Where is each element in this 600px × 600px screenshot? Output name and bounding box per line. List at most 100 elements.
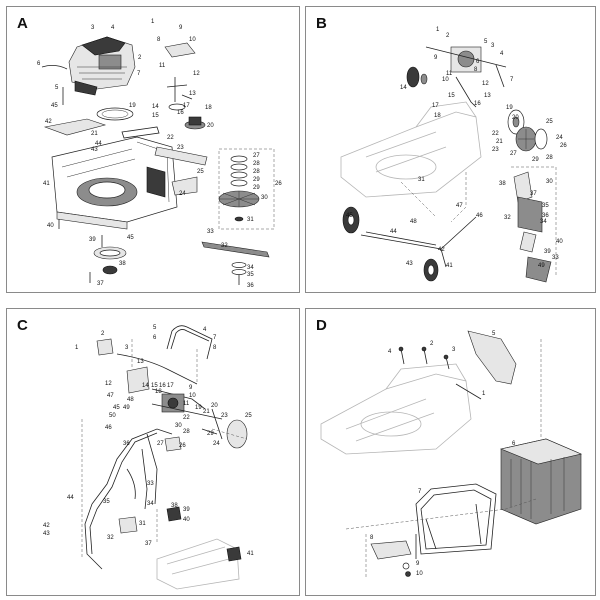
callout: 11: [183, 401, 190, 407]
callout: 19: [195, 405, 202, 411]
callout: 1: [151, 19, 155, 25]
callout: 20: [512, 115, 519, 121]
callout: 6: [37, 61, 41, 67]
callout: 19: [129, 103, 136, 109]
callout: 48: [410, 219, 417, 225]
callout: 8: [474, 67, 478, 73]
callout: 16: [474, 101, 481, 107]
callout: 16: [177, 110, 184, 116]
callout: 23: [221, 413, 228, 419]
callout: 27: [510, 151, 517, 157]
callout: 2: [138, 55, 142, 61]
callout: 7: [510, 77, 514, 83]
callout: 37: [530, 191, 537, 197]
callout: 36: [123, 441, 130, 447]
callout: 24: [213, 441, 220, 447]
callout: 38: [171, 503, 178, 509]
callout: 39: [544, 249, 551, 255]
callout: 9: [416, 561, 420, 567]
callout: 30: [546, 179, 553, 185]
gearbox-c: [151, 393, 248, 449]
callout: 6: [153, 335, 157, 341]
callout: 8: [157, 37, 161, 43]
callout: 39: [89, 237, 96, 243]
callout: 49: [123, 405, 130, 411]
callout: 30: [261, 195, 268, 201]
callout: 28: [253, 161, 260, 167]
callout: 28: [546, 155, 553, 161]
callout: 38: [119, 261, 126, 267]
callout: 25: [245, 413, 252, 419]
callout: 25: [546, 119, 553, 125]
callout: 43: [43, 531, 50, 537]
callout: 36: [542, 213, 549, 219]
callout: 5: [55, 85, 59, 91]
callout: 34: [147, 501, 154, 507]
callout: 24: [556, 135, 563, 141]
callout: 35: [247, 272, 254, 278]
callout: 33: [552, 255, 559, 261]
callout: 44: [390, 229, 397, 235]
panel-c-diagram: 1 2 3 4 5 6 7 8 9 10 11 12 13 14 15 16 1…: [43, 325, 254, 590]
callout: 38: [499, 181, 506, 187]
callout: 16: [159, 383, 166, 389]
callout: 44: [95, 141, 102, 147]
callout: 7: [418, 489, 422, 495]
callout: 8: [213, 345, 217, 351]
panel-b-letter: B: [316, 15, 327, 32]
callout: 5: [153, 325, 157, 331]
callout: 42: [438, 247, 445, 253]
callout: 29: [253, 177, 260, 183]
callout: 14: [400, 85, 407, 91]
callout: 26: [179, 443, 186, 449]
bag-frame: [415, 483, 497, 555]
callout: 46: [105, 425, 112, 431]
front-axle: [342, 206, 477, 282]
callout: 20: [207, 123, 214, 129]
callout: 42: [45, 119, 52, 125]
panel-d-letter: D: [316, 317, 327, 334]
callout: 10: [416, 571, 423, 577]
callout: 47: [456, 203, 463, 209]
callout: 27: [253, 153, 260, 159]
callout: 31: [139, 521, 146, 527]
callout: 29: [253, 185, 260, 191]
callout: 12: [482, 81, 489, 87]
callout: 27: [157, 441, 164, 447]
callout: 34: [247, 265, 254, 271]
callout: 6: [476, 59, 480, 65]
callout: 2: [101, 331, 105, 337]
callout: 44: [67, 495, 74, 501]
callout: 13: [189, 91, 196, 97]
callout: 5: [484, 39, 488, 45]
callout: 6: [512, 441, 516, 447]
callout: 4: [111, 25, 115, 31]
handle-frame: [84, 428, 173, 570]
gearbox-drawing: [425, 46, 507, 88]
callout: 21: [496, 139, 503, 145]
callout: 46: [476, 213, 483, 219]
callout: 9: [434, 55, 438, 61]
deck-drawing: [51, 136, 178, 230]
callout: 45: [127, 235, 134, 241]
callout: 30: [175, 423, 182, 429]
callout: 23: [177, 145, 184, 151]
callout: 9: [179, 25, 183, 31]
callout: 17: [432, 103, 439, 109]
callout: 24: [179, 191, 186, 197]
callout: 13: [137, 359, 144, 365]
callout: 3: [491, 43, 495, 49]
callout: 37: [97, 281, 104, 287]
callout: 5: [492, 331, 496, 337]
callout: 4: [203, 327, 207, 333]
callout: 3: [125, 345, 129, 351]
callout: 11: [446, 71, 453, 77]
callout: 18: [205, 105, 212, 111]
panel-d: D 1: [305, 308, 596, 596]
callout: 14: [142, 383, 149, 389]
callout: 17: [167, 383, 174, 389]
callout: 39: [183, 507, 190, 513]
callout: 45: [346, 213, 353, 219]
callout: 9: [189, 385, 193, 391]
callout: 17: [183, 103, 190, 109]
